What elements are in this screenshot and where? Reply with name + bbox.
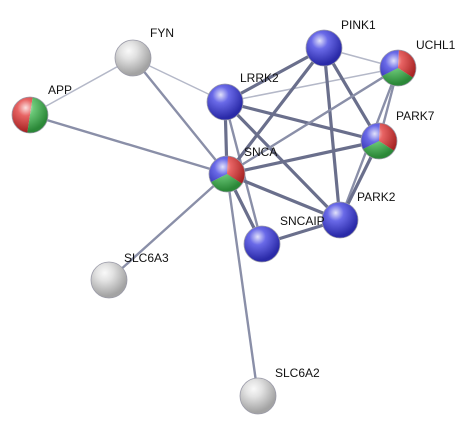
node-gloss bbox=[208, 155, 246, 193]
node-uchl1[interactable]: UCHL1 bbox=[379, 38, 456, 87]
edge-snca-park2 bbox=[225, 172, 342, 222]
edge-lrrk2-uchl1 bbox=[224, 67, 399, 103]
node-fyn[interactable]: FYN bbox=[114, 26, 174, 77]
node-gloss bbox=[360, 122, 398, 160]
node-park2[interactable]: PARK2 bbox=[321, 190, 396, 239]
node-sncaip[interactable]: SNCAIP bbox=[243, 214, 325, 263]
node-label: SLC6A2 bbox=[275, 366, 320, 380]
node-gloss bbox=[90, 261, 128, 299]
node-lrrk2[interactable]: LRRK2 bbox=[206, 71, 279, 121]
node-gloss bbox=[239, 377, 277, 415]
edge-snca-slc6a2 bbox=[225, 172, 260, 398]
edge-app-snca bbox=[28, 113, 229, 176]
edge-fyn-app bbox=[29, 57, 134, 116]
node-label: LRRK2 bbox=[240, 71, 279, 85]
node-snca[interactable]: SNCA bbox=[208, 145, 277, 193]
node-gloss bbox=[305, 29, 343, 67]
edge-lrrk2-park7 bbox=[223, 100, 381, 143]
node-gloss bbox=[114, 39, 152, 77]
edge-uchl1-snca bbox=[225, 66, 400, 176]
node-gloss bbox=[206, 83, 244, 121]
node-label: SNCAIP bbox=[280, 214, 325, 228]
node-label: PINK1 bbox=[341, 18, 376, 32]
node-gloss bbox=[321, 201, 359, 239]
edge-fyn-snca bbox=[131, 56, 229, 176]
node-gloss bbox=[11, 96, 49, 134]
node-gloss bbox=[243, 225, 281, 263]
node-app[interactable]: APP bbox=[11, 83, 72, 134]
node-label: UCHL1 bbox=[416, 38, 456, 52]
node-slc6a2[interactable]: SLC6A2 bbox=[239, 366, 320, 415]
node-label: PARK2 bbox=[357, 190, 396, 204]
node-label: APP bbox=[48, 83, 72, 97]
edge-pink1-snca bbox=[225, 46, 326, 176]
node-slc6a3[interactable]: SLC6A3 bbox=[90, 251, 169, 299]
node-gloss bbox=[379, 49, 417, 87]
edge-park7-snca bbox=[225, 139, 381, 176]
edge-lrrk2-pink1 bbox=[223, 46, 326, 104]
edge-snca-slc6a3 bbox=[107, 172, 229, 282]
node-pink1[interactable]: PINK1 bbox=[305, 18, 376, 67]
edge-pink1-park2 bbox=[322, 46, 342, 222]
node-label: SNCA bbox=[244, 145, 277, 159]
node-label: FYN bbox=[150, 26, 174, 40]
node-park7[interactable]: PARK7 bbox=[360, 109, 435, 160]
node-label: PARK7 bbox=[396, 109, 435, 123]
node-label: SLC6A3 bbox=[124, 251, 169, 265]
